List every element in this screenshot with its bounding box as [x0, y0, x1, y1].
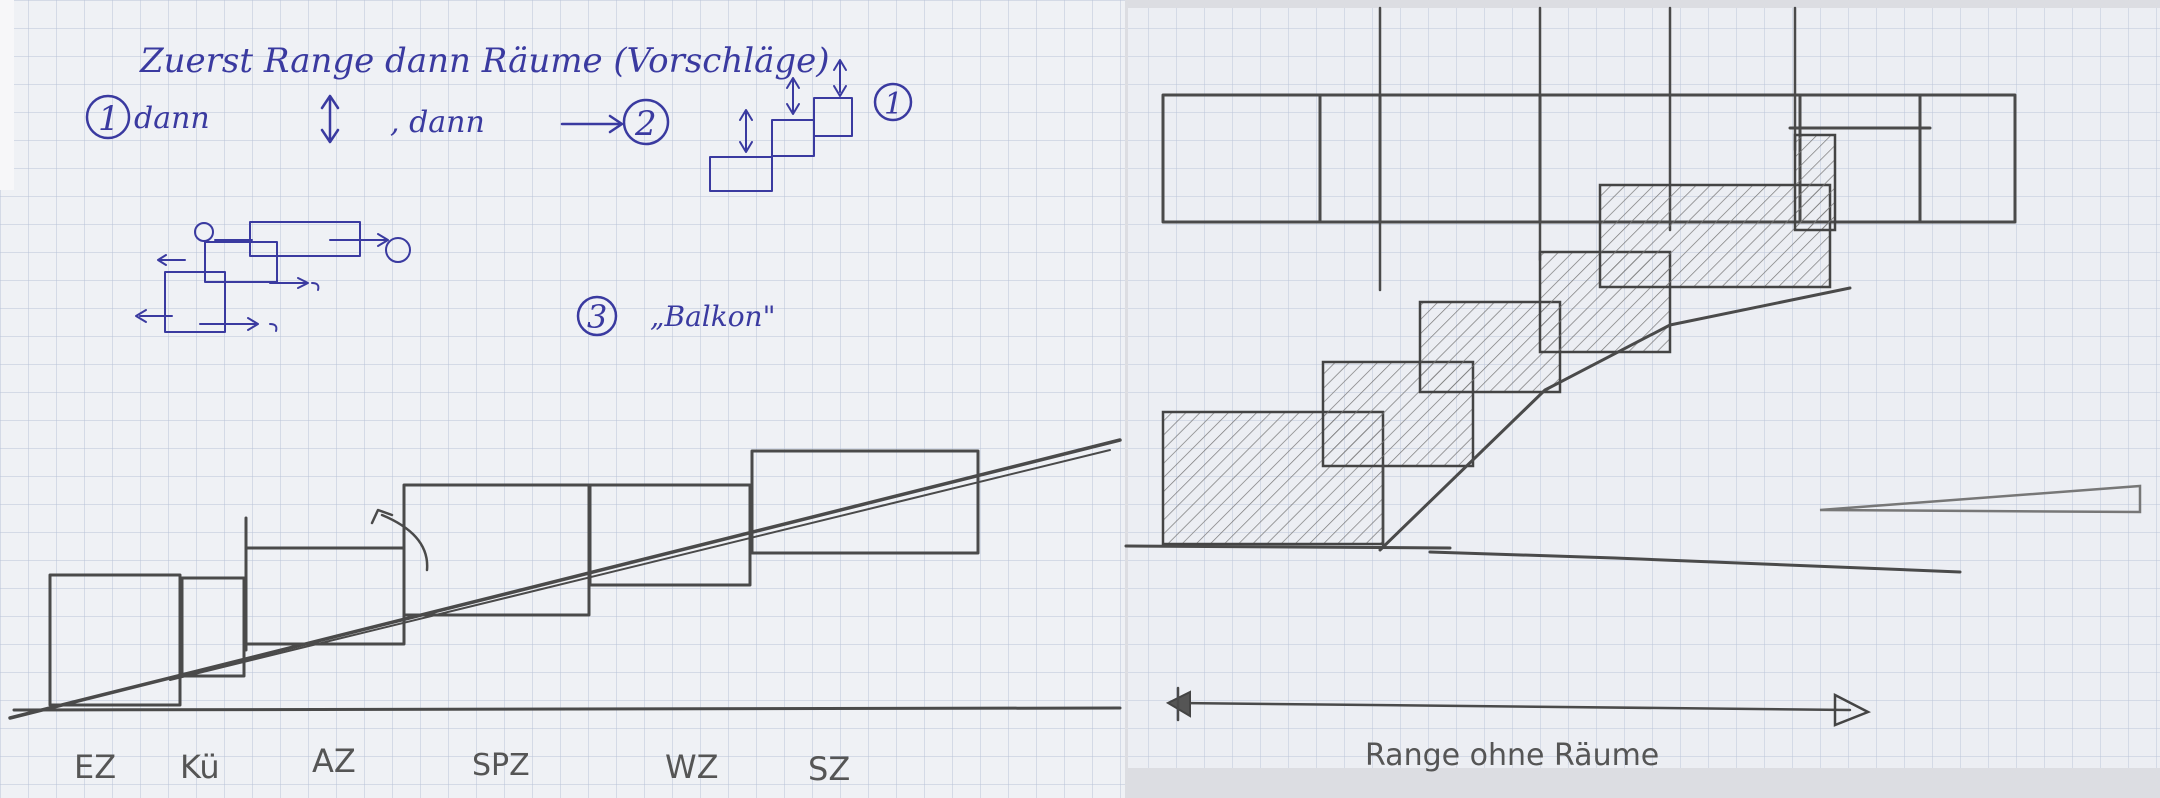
right-grid — [1128, 8, 2160, 768]
room-label-kue: Kü — [180, 748, 220, 786]
room-label-ez: EZ — [74, 748, 116, 786]
step3-number: 3 — [587, 298, 607, 336]
step3-text: „Balkon" — [650, 300, 775, 333]
axis-label: Range ohne Räume — [1365, 738, 1659, 773]
room-label-spz: SPZ — [472, 748, 530, 783]
step2-number: 2 — [634, 104, 657, 144]
right-sheet — [1128, 8, 2160, 768]
step1-text-2: , dann — [390, 105, 485, 140]
ground-line — [14, 708, 1120, 710]
notes-title: Zuerst Range dann Räume (Vorschläge) — [139, 41, 830, 81]
left-torn-edge — [0, 0, 14, 190]
room-label-az: AZ — [312, 742, 356, 780]
step1-text: dann — [134, 101, 210, 136]
room-label-sz: SZ — [808, 750, 850, 788]
diagram-step1-number: 1 — [884, 87, 903, 122]
step1-number: 1 — [98, 99, 120, 139]
right-ground-line — [1126, 546, 1450, 548]
room-label-wz: WZ — [665, 748, 719, 786]
